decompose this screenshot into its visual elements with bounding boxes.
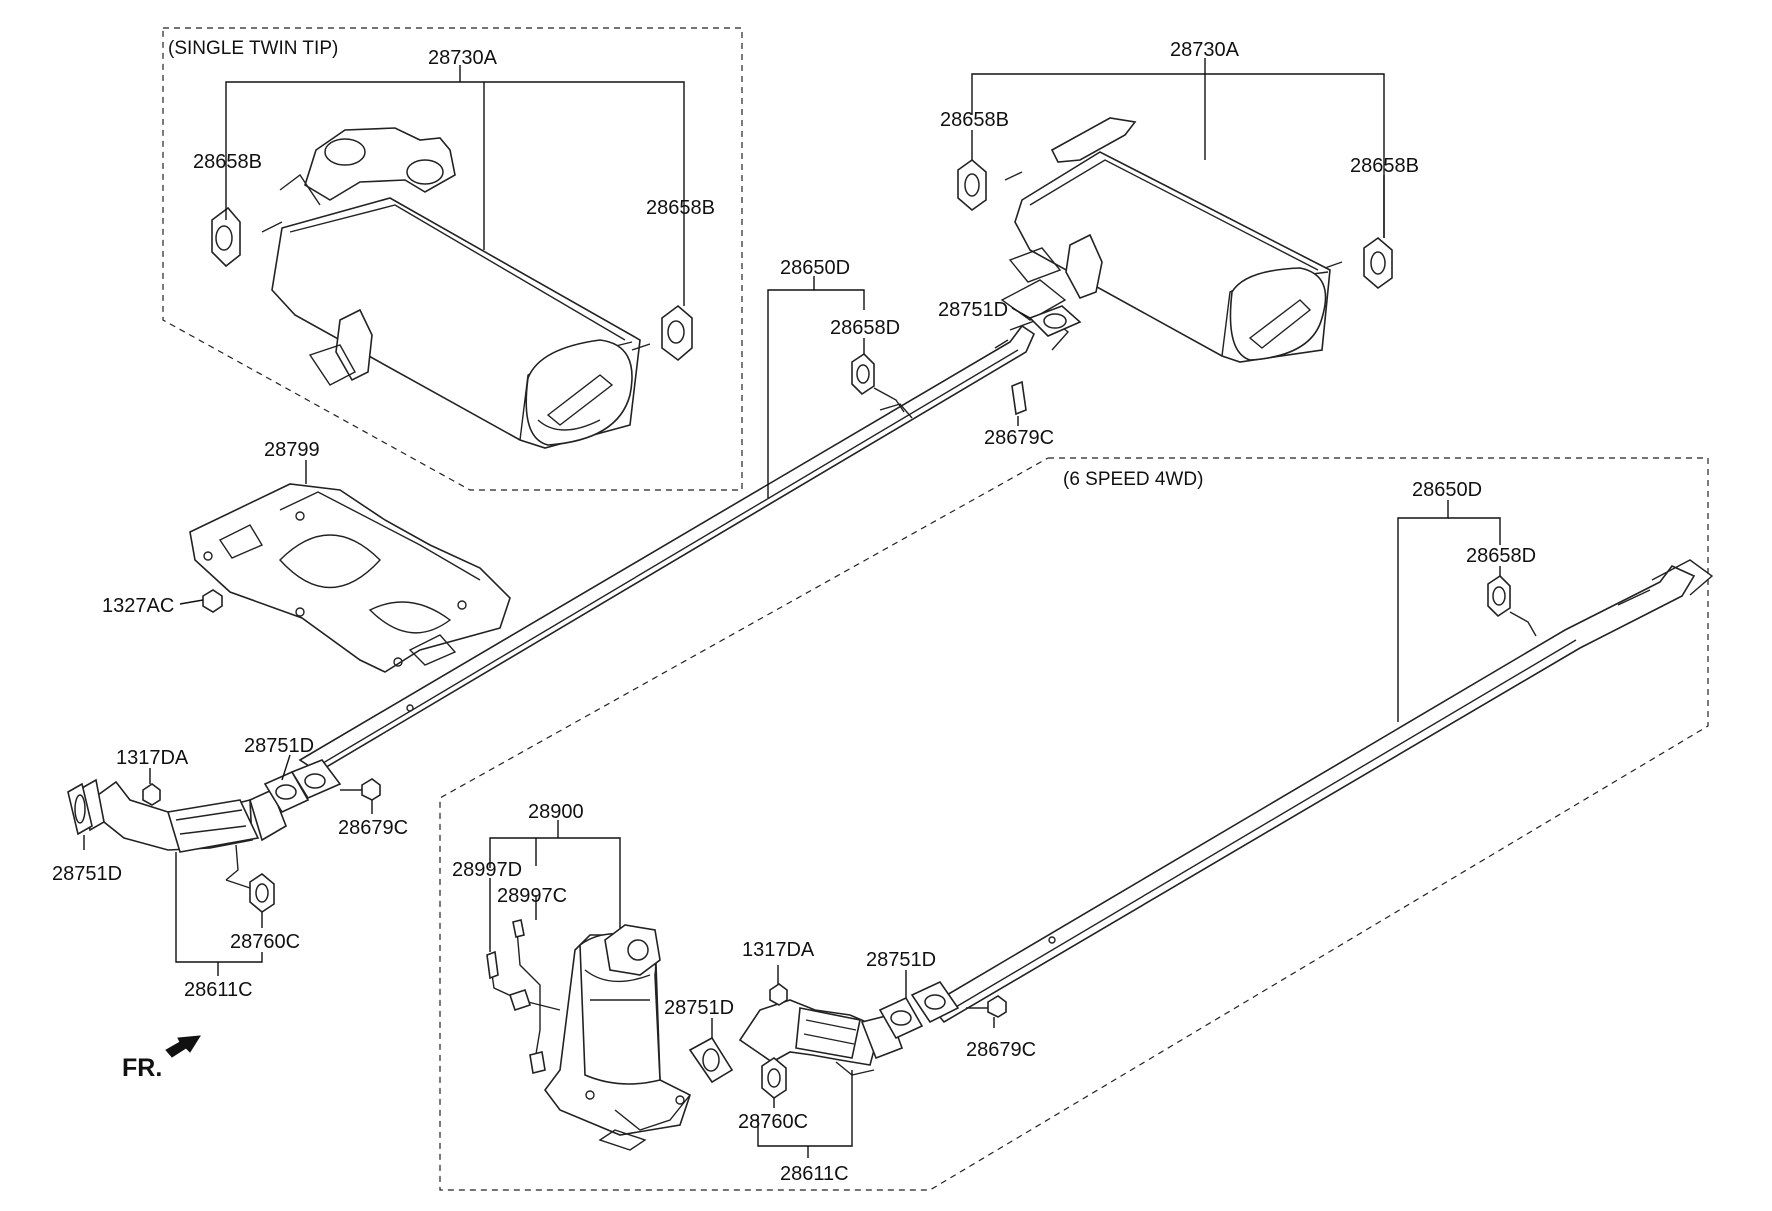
sensor-28997D <box>486 950 561 1012</box>
single-twin-tip-group-border <box>162 27 743 491</box>
gasket-28751D-main <box>1028 305 1082 337</box>
hanger-rubber-28658B-b1 <box>957 158 987 212</box>
label-1317DA-main: 1317DA <box>116 747 189 769</box>
label-28997C: 28997C <box>497 885 567 907</box>
sensor-28997C <box>512 919 546 1074</box>
label-28799: 28799 <box>264 439 320 461</box>
six-speed-4wd-note: (6 SPEED 4WD) <box>1063 469 1203 490</box>
label-28611C-main: 28611C <box>184 979 253 1001</box>
gasket-28751D-left-a <box>67 782 93 836</box>
gasket-28751D-4wd-left <box>688 1036 734 1084</box>
hanger-rubber-28658B-a1 <box>211 206 241 268</box>
nut-1317DA-4wd <box>769 983 788 1006</box>
label-28730A-single-twin: 28730A <box>428 47 498 69</box>
gasket-28751D-left-b <box>263 759 342 814</box>
label-28658B-a-right: 28658B <box>646 197 715 219</box>
six-speed-4wd-group-border <box>439 457 1709 1191</box>
label-28751D-main: 28751D <box>938 299 1008 321</box>
label-28751D-left-top: 28751D <box>244 735 314 757</box>
label-28900: 28900 <box>528 801 584 823</box>
label-28658B-a-left: 28658B <box>193 151 262 173</box>
center-pipe-28650D-4wd <box>928 559 1714 1024</box>
heat-shield-28799 <box>189 483 511 673</box>
front-pipe-28611C-main <box>81 778 287 881</box>
muffler-standard <box>1000 117 1343 363</box>
label-1317DA-4wd: 1317DA <box>742 939 815 961</box>
label-28650D-main: 28650D <box>780 257 850 279</box>
label-28760C-main: 28760C <box>230 931 300 953</box>
label-28997D: 28997D <box>452 859 522 881</box>
label-28760C-4wd: 28760C <box>738 1111 808 1133</box>
label-1327AC: 1327AC <box>102 595 174 617</box>
nut-1317DA-main <box>142 783 161 806</box>
leader-lines <box>83 58 1501 1158</box>
label-28650D-4wd: 28650D <box>1412 479 1482 501</box>
bolt-28679C-left <box>340 778 381 801</box>
label-28611C-4wd: 28611C <box>780 1163 849 1185</box>
front-marker-label: FR. <box>122 1054 162 1082</box>
hanger-rubber-28658B-a2 <box>661 304 693 362</box>
bolt-28679C-4wd <box>966 995 1007 1018</box>
gasket-28751D-4wd-right <box>878 980 960 1040</box>
nut-1327AC <box>202 589 223 613</box>
hanger-rubber-28658D-4wd <box>1487 574 1537 637</box>
label-28679C-4wd: 28679C <box>966 1039 1036 1061</box>
hanger-rubber-28658B-b2 <box>1363 236 1393 290</box>
hanger-rubber-28760C-4wd <box>761 1057 787 1099</box>
muffler-single-twin-tip <box>261 127 651 449</box>
bolt-28679C-main <box>1011 380 1027 416</box>
label-28658B-b-right: 28658B <box>1350 155 1419 177</box>
hanger-rubber-28658D-main <box>851 352 905 413</box>
hanger-rubber-28760C-main <box>225 873 275 913</box>
label-28730A-standard: 28730A <box>1170 39 1240 61</box>
catalyst-28900 <box>544 924 691 1151</box>
front-direction-arrow-icon <box>165 1035 201 1058</box>
label-28751D-4wd-left: 28751D <box>664 997 734 1019</box>
label-28751D-left-bottom: 28751D <box>52 863 122 885</box>
label-28679C-left: 28679C <box>338 817 408 839</box>
label-28751D-4wd-right: 28751D <box>866 949 936 971</box>
single-twin-tip-note: (SINGLE TWIN TIP) <box>168 38 338 59</box>
label-28658D-4wd: 28658D <box>1466 545 1536 567</box>
label-28658D-main: 28658D <box>830 317 900 339</box>
label-28658B-b-left: 28658B <box>940 109 1009 131</box>
label-28679C-main: 28679C <box>984 427 1054 449</box>
